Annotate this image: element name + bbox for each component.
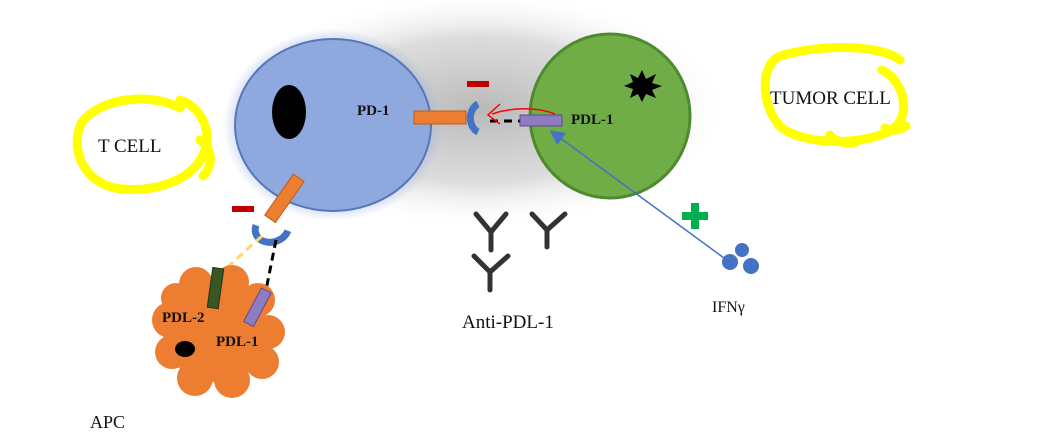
ifn-molecules <box>722 243 759 274</box>
tumor-cell-label: TUMOR CELL <box>770 88 891 109</box>
red-arrow-curve <box>486 103 556 125</box>
inhibit-sign-lower <box>232 206 254 212</box>
pdl1-tumor-label: PDL-1 <box>571 112 614 128</box>
t-cell-lower-receptor <box>251 173 305 246</box>
apc-cell <box>152 265 285 398</box>
tumor-nucleus-starburst <box>624 70 662 102</box>
tumor-cell-highlight-scribble <box>760 43 911 148</box>
t-cell-highlight-scribble <box>72 94 215 194</box>
ifn-gamma-label: IFNγ <box>712 299 745 316</box>
antibody-icon-3 <box>471 253 511 293</box>
pdl2-apc-ligand <box>206 266 225 310</box>
t-cell <box>234 38 432 212</box>
t-cell-label: T CELL <box>98 136 162 157</box>
ifn-stimulation-arrow <box>549 130 725 259</box>
inhibit-sign-top <box>467 81 489 87</box>
pd1-label: PD-1 <box>357 103 390 119</box>
pdl1-apc-label: PDL-1 <box>216 334 259 350</box>
apc-label: APC <box>90 412 125 432</box>
t-cell-nucleus <box>272 85 306 139</box>
anti-pdl1-label: Anti-PDL-1 <box>462 312 554 333</box>
antibody-icon-1 <box>473 211 509 253</box>
pdl1-apc-ligand <box>242 287 272 328</box>
pd1-receptor-cup <box>466 100 480 136</box>
antibody-icon-2 <box>529 211 568 250</box>
pdl2-apc-label: PDL-2 <box>162 310 205 326</box>
apc-nucleus <box>175 341 195 357</box>
stimulate-plus-sign <box>682 203 708 229</box>
pdl1-tumor-ligand <box>519 114 563 127</box>
pd1-receptor-stalk <box>413 110 467 125</box>
pdl1-apc-dashed-line <box>264 239 278 291</box>
